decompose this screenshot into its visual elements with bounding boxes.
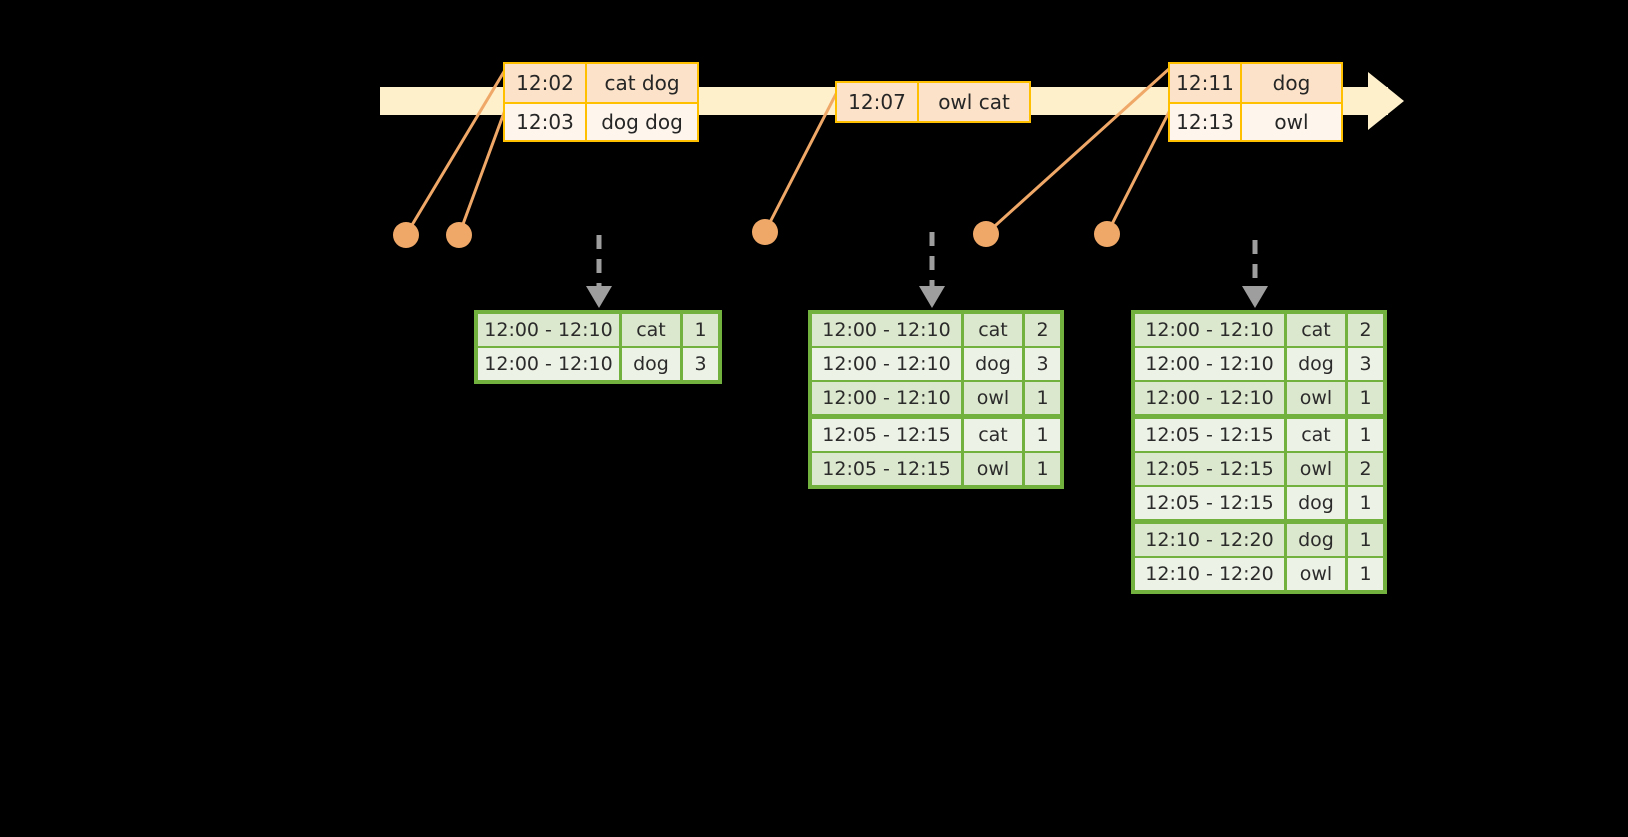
window-cell: 12:00 - 12:10 — [812, 314, 961, 346]
window-cell: 12:00 - 12:10 — [1135, 314, 1284, 346]
event-time: 12:02 — [505, 64, 587, 102]
window-cell: 12:05 - 12:15 — [1135, 419, 1284, 451]
window-cell: 12:05 - 12:15 — [1135, 487, 1284, 519]
count-cell: 2 — [1348, 314, 1383, 346]
window-cell: 12:00 - 12:10 — [478, 348, 619, 380]
event-time: 12:11 — [1170, 64, 1242, 102]
count-cell: 3 — [683, 348, 718, 380]
key-cell: cat — [1287, 314, 1345, 346]
window-cell: 12:00 - 12:10 — [1135, 348, 1284, 380]
key-cell: dog — [622, 348, 680, 380]
connector-dot-1 — [393, 222, 419, 248]
connector-line-5 — [1105, 109, 1172, 235]
result-arrow-1-head-icon — [586, 286, 612, 308]
key-cell: owl — [964, 382, 1022, 414]
key-cell: owl — [1287, 453, 1345, 485]
key-cell: dog — [1287, 348, 1345, 380]
event-time: 12:03 — [505, 104, 587, 140]
window-cell: 12:00 - 12:10 — [478, 314, 619, 346]
key-cell: cat — [964, 419, 1022, 451]
count-cell: 1 — [683, 314, 718, 346]
event-value: owl — [1242, 104, 1341, 140]
key-cell: cat — [622, 314, 680, 346]
count-cell: 1 — [1348, 419, 1383, 451]
window-cell: 12:00 - 12:10 — [1135, 382, 1284, 414]
connector-dot-5 — [1094, 221, 1120, 247]
connector-line-2 — [457, 109, 507, 236]
connector-dot-4 — [973, 221, 999, 247]
window-cell: 12:10 - 12:20 — [1135, 524, 1284, 556]
key-cell: dog — [964, 348, 1022, 380]
count-cell: 2 — [1348, 453, 1383, 485]
count-cell: 1 — [1025, 382, 1060, 414]
key-cell: dog — [1287, 524, 1345, 556]
key-cell: dog — [1287, 487, 1345, 519]
connector-dot-2 — [446, 222, 472, 248]
event-value: dog — [1242, 64, 1341, 102]
key-cell: cat — [964, 314, 1022, 346]
result-arrow-3-head-icon — [1242, 286, 1268, 308]
key-cell: owl — [1287, 558, 1345, 590]
window-cell: 12:00 - 12:10 — [812, 382, 961, 414]
count-cell: 1 — [1025, 453, 1060, 485]
event-value: dog dog — [587, 104, 697, 140]
window-cell: 12:05 - 12:15 — [812, 453, 961, 485]
key-cell: owl — [1287, 382, 1345, 414]
count-cell: 1 — [1348, 487, 1383, 519]
count-cell: 1 — [1025, 419, 1060, 451]
event-value: owl cat — [919, 83, 1029, 121]
connector-dot-3 — [752, 219, 778, 245]
count-cell: 1 — [1348, 382, 1383, 414]
event-time: 12:07 — [837, 83, 919, 121]
window-cell: 12:05 - 12:15 — [812, 419, 961, 451]
window-cell: 12:05 - 12:15 — [1135, 453, 1284, 485]
count-cell: 1 — [1348, 524, 1383, 556]
count-cell: 1 — [1348, 558, 1383, 590]
event-time: 12:13 — [1170, 104, 1242, 140]
count-cell: 2 — [1025, 314, 1060, 346]
key-cell: owl — [964, 453, 1022, 485]
key-cell: cat — [1287, 419, 1345, 451]
event-value: cat dog — [587, 64, 697, 102]
window-cell: 12:00 - 12:10 — [812, 348, 961, 380]
timeline-arrowhead-icon — [1368, 72, 1404, 130]
result-arrow-2-head-icon — [919, 286, 945, 308]
window-cell: 12:10 - 12:20 — [1135, 558, 1284, 590]
count-cell: 3 — [1348, 348, 1383, 380]
count-cell: 3 — [1025, 348, 1060, 380]
